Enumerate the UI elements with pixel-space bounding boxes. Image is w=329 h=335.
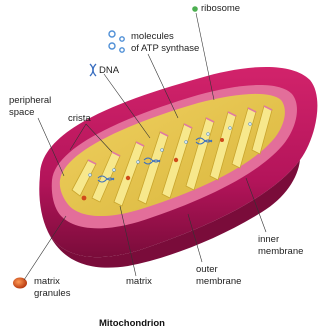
outer-membrane-label-line1: outer: [196, 264, 218, 275]
peripheral-space-label-line1: peripheral: [9, 95, 51, 106]
atp-synthase-label-line1: molecules: [131, 31, 174, 42]
ribosome-icon: [192, 6, 198, 12]
peripheral-space-label-line2: space: [9, 107, 34, 118]
diagram-title: Mitochondrion: [99, 318, 165, 329]
matrix-label: matrix: [126, 276, 152, 287]
matrix-granules-label-line2: granules: [34, 288, 70, 299]
dna-label: DNA: [99, 65, 119, 76]
ribosome-label: ribosome: [201, 3, 240, 14]
matrix-granules-label-line1: matrix: [34, 276, 60, 287]
atp-synthase-icon: [109, 31, 124, 52]
dna-icon: [90, 64, 96, 76]
outer-membrane-label-line2: membrane: [196, 276, 241, 287]
inner-membrane-label-line1: inner: [258, 234, 279, 245]
atp-synthase-label-line2: of ATP synthase: [131, 43, 199, 54]
inner-membrane-label-line2: membrane: [258, 246, 303, 257]
crista-label: crista: [68, 113, 91, 124]
